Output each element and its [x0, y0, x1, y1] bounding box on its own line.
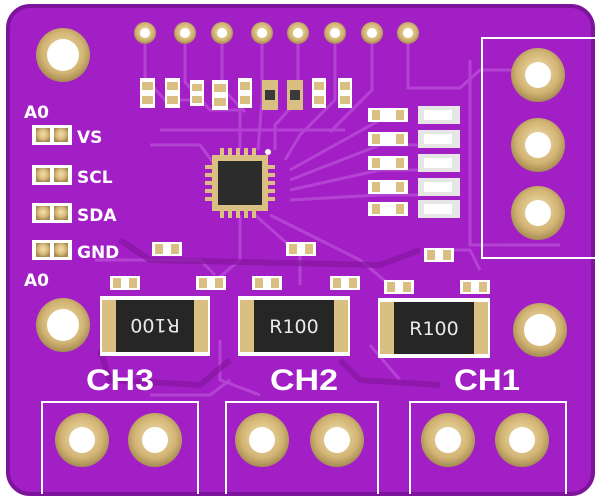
- label-ch3: CH3: [86, 364, 154, 397]
- label-a0-top: A0: [24, 103, 49, 123]
- bottom-terminal-pads: [55, 413, 549, 467]
- led-resistor-array: [368, 106, 460, 218]
- shunt-resistor-ch2: R100: [238, 296, 350, 356]
- dark-traces: [97, 237, 441, 389]
- label-a0-bottom: A0: [24, 271, 49, 291]
- shunt-smd-caps: [110, 242, 490, 294]
- label-ch2: CH2: [270, 364, 338, 397]
- resistor-label-ch1: R100: [409, 318, 458, 340]
- resistor-label-ch3: R100: [130, 314, 179, 336]
- label-scl: SCL: [77, 168, 113, 188]
- pcb-edge-shade: [6, 4, 595, 496]
- left-pin-pads: [32, 125, 72, 260]
- label-vs: VS: [77, 128, 102, 148]
- label-sda: SDA: [77, 206, 117, 226]
- shunt-resistor-ch3: R100: [100, 296, 210, 356]
- header-pins-top: [134, 22, 419, 44]
- label-ch1: CH1: [454, 364, 520, 397]
- shunt-resistor-ch1: R100: [378, 298, 490, 358]
- ic-chip: [205, 148, 275, 218]
- right-connector-outline: [481, 37, 597, 259]
- label-gnd: GND: [77, 243, 119, 263]
- top-smd-components: [140, 78, 352, 110]
- bottom-terminal-outlines: [41, 401, 567, 494]
- mounting-holes: [36, 28, 567, 357]
- resistor-label-ch2: R100: [269, 316, 318, 338]
- right-connector-pads: [511, 48, 565, 240]
